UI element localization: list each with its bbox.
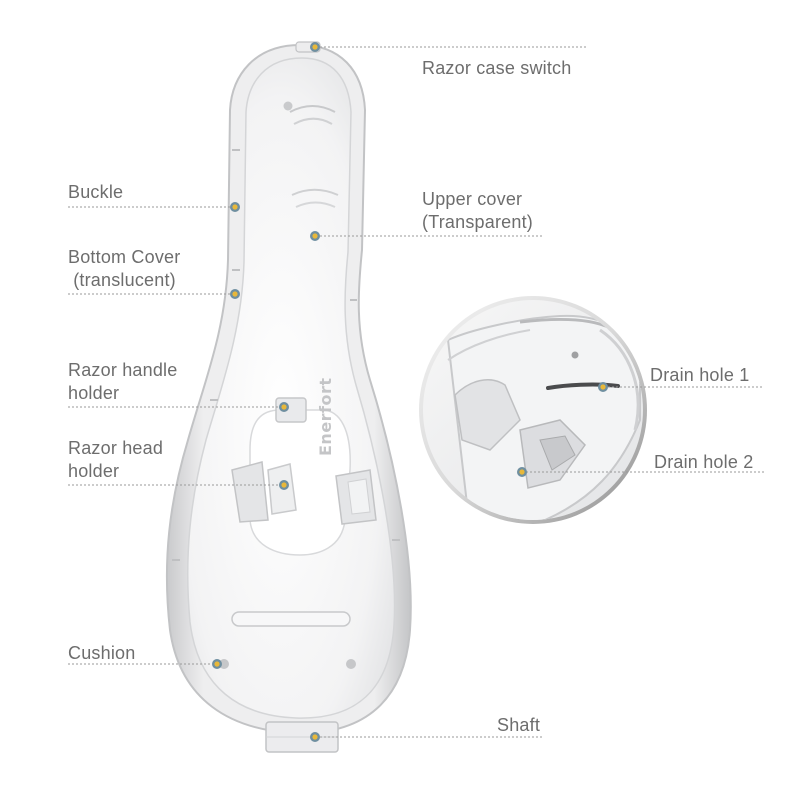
label-shaft: Shaft: [497, 715, 541, 735]
marker-bottom-cover: [230, 289, 240, 299]
marker-drain-hole-1: [598, 382, 608, 392]
markers: [212, 42, 608, 742]
marker-razor-head-holder: [279, 480, 289, 490]
label-bottom-cover: Bottom Cover (translucent): [68, 247, 181, 290]
label-cushion: Cushion: [68, 643, 136, 663]
marker-shaft: [310, 732, 320, 742]
label-razor-case-switch: Razor case switch: [422, 58, 572, 78]
marker-razor-handle-holder: [279, 402, 289, 412]
marker-razor-case-switch: [310, 42, 320, 52]
brand-name: Enerfort: [316, 377, 335, 456]
marker-buckle: [230, 202, 240, 212]
label-upper-cover: Upper cover (Transparent): [422, 189, 533, 232]
leader-lines: [68, 46, 764, 738]
label-razor-handle-holder: Razor handle holder: [68, 360, 178, 403]
marker-upper-cover: [310, 231, 320, 241]
label-razor-head-holder: Razor head holder: [68, 438, 164, 481]
razor-case-body: [165, 41, 412, 753]
label-buckle: Buckle: [68, 182, 124, 202]
marker-cushion: [212, 659, 222, 669]
marker-drain-hole-2: [517, 467, 527, 477]
label-drain-hole-1: Drain hole 1: [650, 365, 750, 385]
drain-hole-inset: [419, 296, 647, 524]
label-drain-hole-2: Drain hole 2: [654, 452, 754, 472]
